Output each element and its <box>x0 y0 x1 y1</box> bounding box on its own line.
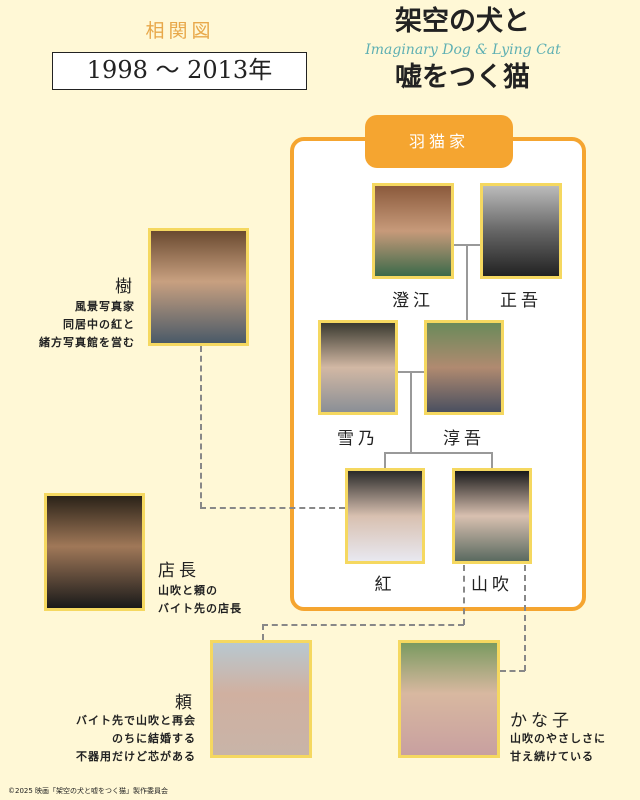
dashed-line-yori <box>262 624 264 640</box>
desc-tencho: 山吹と頼の バイト先の店長 <box>158 582 288 618</box>
parent-line-junko <box>466 245 468 320</box>
desc-line: バイト先で山吹と再会 <box>76 714 196 727</box>
desc-line: 甘え続けている <box>510 750 594 763</box>
sibling-line <box>384 452 493 454</box>
child-line-yamabuki <box>491 452 493 468</box>
chart-subtitle: 相関図 <box>145 20 215 42</box>
desc-line: 山吹のやさしさに <box>510 732 606 745</box>
family-name-tab: 羽猫家 <box>365 115 513 168</box>
desc-line: バイト先の店長 <box>158 602 242 615</box>
desc-line: 不器用だけど芯がある <box>76 750 196 763</box>
dashed-line-yamabuki <box>463 565 465 625</box>
dashed-line-itsuki-beni <box>200 507 345 509</box>
name-beni: 紅 <box>374 575 396 595</box>
photo-sumie <box>372 183 454 279</box>
desc-line: 同居中の紅と <box>63 318 135 331</box>
desc-line: 山吹と頼の <box>158 584 218 597</box>
desc-line: 緒方写真館を営む <box>39 336 135 349</box>
desc-kanako: 山吹のやさしさに 甘え続けている <box>510 730 635 766</box>
child-line-beni <box>384 452 386 468</box>
copyright-notice: ©2025 映画「架空の犬と嘘をつく猫」製作委員会 <box>8 787 169 795</box>
name-kanako: かな子 <box>510 711 573 731</box>
parent-line-children <box>410 372 412 454</box>
desc-line: のちに結婚する <box>112 732 196 745</box>
logo-script-text: Imaginary Dog & Lying Cat <box>365 42 561 58</box>
name-shogo: 正吾 <box>500 291 542 311</box>
photo-beni <box>345 468 425 564</box>
name-yori: 頼 <box>175 693 196 713</box>
photo-shogo <box>480 183 562 279</box>
name-tencho: 店長 <box>158 561 200 581</box>
dashed-line-yamabuki-yori <box>262 624 464 626</box>
photo-tencho <box>44 493 145 611</box>
desc-itsuki: 風景写真家 同居中の紅と 緒方写真館を営む <box>10 298 135 352</box>
photo-yukino <box>318 320 398 415</box>
photo-junko <box>424 320 504 415</box>
name-sumie: 澄江 <box>392 291 434 311</box>
name-itsuki: 樹 <box>115 277 136 297</box>
logo-line-1: 架空の犬と <box>395 6 530 37</box>
photo-yori <box>210 640 312 758</box>
name-yukino: 雪乃 <box>337 429 379 449</box>
name-junko: 淳吾 <box>443 429 485 449</box>
period-label: 1998 〜 2013年 <box>52 52 307 90</box>
desc-yori: バイト先で山吹と再会 のちに結婚する 不器用だけど芯がある <box>40 712 196 766</box>
dashed-line-kanako <box>500 670 525 672</box>
photo-yamabuki <box>452 468 532 564</box>
name-yamabuki: 山吹 <box>471 575 513 595</box>
dashed-line-yamabuki-2 <box>524 565 526 671</box>
photo-itsuki <box>148 228 249 346</box>
desc-line: 風景写真家 <box>75 300 135 313</box>
dashed-line-itsuki <box>200 346 202 508</box>
photo-kanako <box>398 640 500 758</box>
logo-line-2: 嘘をつく猫 <box>395 62 530 93</box>
